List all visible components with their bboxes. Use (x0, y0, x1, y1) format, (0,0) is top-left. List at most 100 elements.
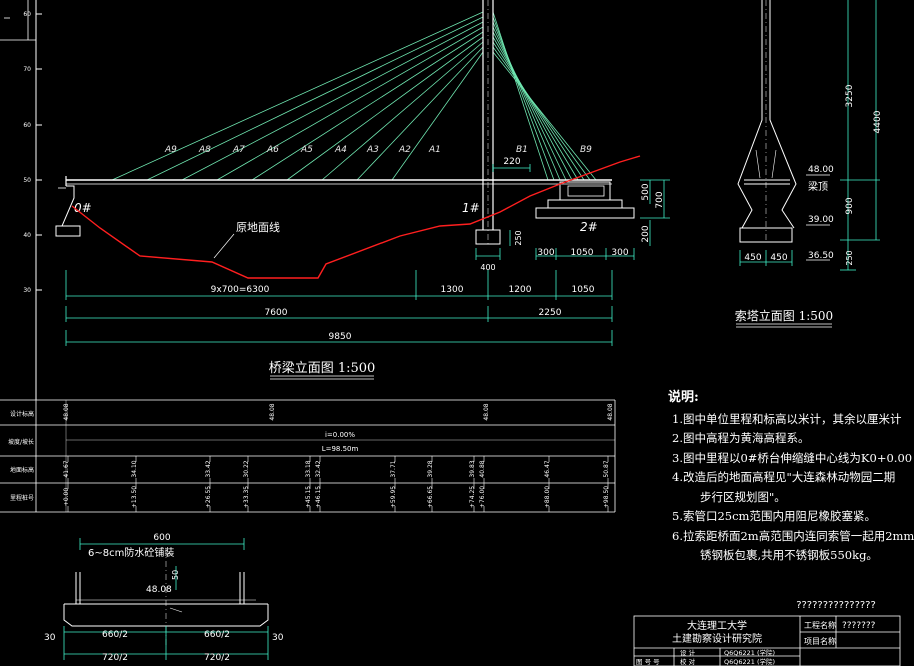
ground-elev: 50.87 (603, 460, 610, 477)
design-elev: 48.08 (607, 403, 614, 420)
main-cable (492, 51, 597, 181)
pier-label-0: 0# (74, 201, 92, 215)
side-cable (391, 51, 484, 181)
dim-1300: 1300 (441, 285, 464, 295)
design-elev: 48.08 (269, 403, 276, 420)
section-dim-50: 50 (171, 570, 180, 580)
deck-section-dimensions (63, 538, 269, 660)
station: +13.50 (131, 486, 138, 508)
dim-2250: 2250 (539, 308, 562, 318)
section-half-660-b: 660/2 (204, 630, 230, 640)
tower-dim-250: 250 (845, 250, 854, 265)
ground-elev: 40.88 (479, 460, 486, 477)
elev-tick: 30 (23, 287, 31, 294)
side-cable (216, 26, 484, 181)
cable-label-a3: A3 (366, 145, 379, 155)
cable-label-a5: A5 (300, 145, 313, 155)
design-elev: 48.08 (63, 403, 70, 420)
station: +74.25 (469, 486, 476, 508)
bridge-dimensions (65, 164, 670, 346)
section-half-660-a: 660/2 (102, 630, 128, 640)
profile-table (0, 399, 616, 513)
ground-elev: 41.67 (63, 460, 70, 477)
university-name: 大连理工大学 (687, 619, 747, 632)
grade-value: i=0.00% (325, 431, 355, 439)
note-item: 1.图中单位里程和标高以米计，其余以厘米计 (672, 411, 902, 426)
tower-dim-900: 900 (845, 197, 855, 214)
station: +98.50 (603, 486, 610, 508)
ground-line: 原地面线 (71, 155, 641, 279)
dim-500: 500 (641, 183, 651, 200)
row-label-ground: 地面标高 (10, 466, 34, 474)
main-cable (492, 16, 555, 181)
section-dim-30-b: 30 (272, 633, 284, 643)
deck-section-text: 600 6~8cm防水砼铺装 48.08 50 30 30 660/2 660/… (44, 533, 284, 663)
station: +0.00 (63, 488, 70, 507)
dim-1200: 1200 (509, 285, 532, 295)
cable-label-a8: A8 (198, 145, 211, 155)
side-cable (181, 21, 484, 181)
tower-elev-39: 39.00 (808, 215, 834, 225)
side-cable (251, 31, 484, 181)
station: +45.15 (305, 486, 312, 508)
ground-elev: 32.42 (315, 460, 322, 477)
check-value: Q6Q6221 (学院) (724, 657, 775, 666)
dim-1050-b: 1050 (572, 285, 595, 295)
row-label-design: 设计标高 (10, 410, 34, 418)
note-continuation: 步行区规划图"。 (700, 489, 786, 504)
ground-elev: 33.42 (205, 460, 212, 477)
bridge-deck (65, 176, 612, 186)
sheet-label: 图 号 号 (636, 658, 660, 666)
design-label: 设 计 (680, 648, 696, 657)
tower-elevation-title: 索塔立面图 1:500 (735, 308, 833, 323)
dim-1050-a: 1050 (571, 248, 594, 258)
station: +88.00 (544, 486, 551, 508)
elev-tick: 50 (23, 177, 31, 184)
abutment-0: 0# (55, 185, 92, 237)
station: +26.55 (205, 486, 212, 508)
main-cable (492, 21, 561, 181)
ground-elev: 39.28 (427, 460, 434, 477)
tower-side-dimensions (739, 0, 880, 271)
row-label-station: 里程桩号 (10, 494, 34, 502)
section-half-720-a: 720/2 (102, 653, 128, 663)
side-cable (286, 36, 484, 181)
dim-200: 200 (641, 225, 651, 242)
project-value: ??????? (842, 621, 876, 631)
tower-elev-48: 48.00 (808, 165, 834, 175)
title-block (633, 615, 901, 666)
institute-name: 土建勘察设计研究院 (672, 632, 762, 645)
item-label: 项目名称 (804, 636, 836, 646)
note-item: 5.索管口25cm范围内用阻尼橡胶塞紧。 (672, 509, 876, 523)
design-value: Q6Q6221 (学院) (724, 648, 775, 657)
tower-dim-450-a: 450 (744, 253, 761, 263)
dim-400: 400 (480, 263, 495, 272)
row-label-grade: 坡度/坡长 (8, 438, 34, 446)
elev-tick: 60 (23, 122, 31, 129)
cable-label-a4: A4 (334, 145, 347, 155)
ground-elev: 30.22 (243, 460, 250, 477)
section-paving-label: 6~8cm防水砼铺装 (88, 546, 174, 559)
ground-elev: 39.83 (469, 460, 476, 477)
elev-tick: 60 (23, 11, 31, 18)
note-item: 3.图中里程以0#桥台伸缩缝中心线为K0+0.00 (672, 450, 913, 465)
elev-tick: 40 (23, 232, 31, 239)
cable-label-a7: A7 (232, 145, 245, 155)
dim-220: 220 (503, 157, 520, 167)
tower-dim-4400: 4400 (873, 110, 883, 133)
pier-label-2: 2# (580, 220, 598, 234)
cable-label-a6: A6 (266, 145, 279, 155)
dim-300-a: 300 (537, 248, 554, 258)
elevation-axis: 60 70 60 50 40 30 (0, 0, 42, 400)
cable-label-a9: A9 (164, 145, 177, 155)
main-cable (492, 11, 549, 181)
station: +46.15 (315, 486, 322, 508)
elev-tick: 70 (23, 66, 31, 73)
note-item: 4.改造后的地面高程见"大连森林动物园二期 (672, 470, 896, 484)
main-cable (492, 26, 567, 181)
station: +76.00 (479, 486, 486, 508)
design-notes: 说明: 1.图中单位里程和标高以米计，其余以厘米计 2.图中高程为黄海高程系。 … (668, 388, 914, 566)
pier-2: 2# (535, 181, 635, 234)
profile-table-ticks (67, 456, 609, 512)
